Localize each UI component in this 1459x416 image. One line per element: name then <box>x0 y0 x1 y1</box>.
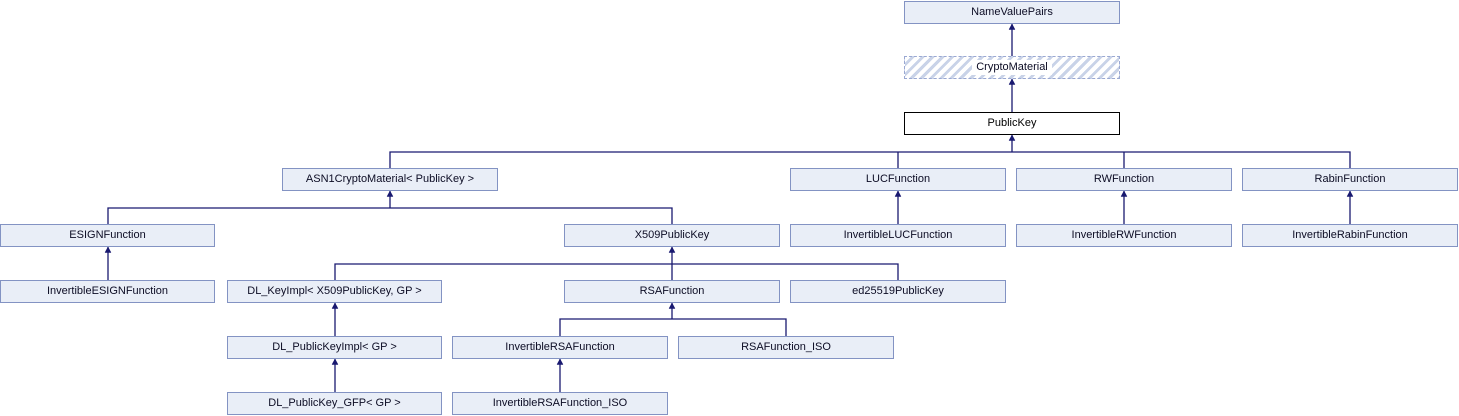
class-node-DL_KeyImpl[interactable]: DL_KeyImpl< X509PublicKey, GP > <box>227 280 442 303</box>
class-node-RabinFunction[interactable]: RabinFunction <box>1242 168 1458 191</box>
class-label: PublicKey <box>987 117 1037 129</box>
class-node-CryptoMaterial[interactable]: CryptoMaterial <box>904 56 1120 79</box>
class-label: DL_KeyImpl< X509PublicKey, GP > <box>247 285 422 297</box>
class-label: ASN1CryptoMaterial< PublicKey > <box>305 173 475 185</box>
class-node-PublicKey[interactable]: PublicKey <box>904 112 1120 135</box>
arrowhead-icon <box>556 358 564 365</box>
class-label: CryptoMaterial <box>972 60 1052 75</box>
class-label: LUCFunction <box>865 173 931 185</box>
class-node-InvertibleLUCFunction[interactable]: InvertibleLUCFunction <box>790 224 1006 247</box>
class-node-RWFunction[interactable]: RWFunction <box>1016 168 1232 191</box>
class-label: InvertibleRWFunction <box>1071 229 1177 241</box>
class-label: InvertibleRSAFunction <box>505 341 615 353</box>
class-node-InvertibleRWFunction[interactable]: InvertibleRWFunction <box>1016 224 1232 247</box>
class-node-ESIGNFunction[interactable]: ESIGNFunction <box>0 224 215 247</box>
arrowhead-icon <box>331 302 339 309</box>
class-node-DL_PublicKeyImpl[interactable]: DL_PublicKeyImpl< GP > <box>227 336 442 359</box>
class-label: NameValuePairs <box>971 6 1053 18</box>
class-node-NameValuePairs[interactable]: NameValuePairs <box>904 1 1120 24</box>
inheritance-edge <box>389 151 1351 168</box>
class-node-InvertibleRabinFunction[interactable]: InvertibleRabinFunction <box>1242 224 1458 247</box>
class-label: InvertibleRSAFunction_ISO <box>492 397 628 409</box>
arrowhead-icon <box>1008 23 1016 30</box>
arrowhead-icon <box>1120 190 1128 197</box>
arrowhead-icon <box>331 358 339 365</box>
arrowhead-icon <box>104 246 112 253</box>
class-node-RSAFunction[interactable]: RSAFunction <box>564 280 780 303</box>
arrowhead-icon <box>1008 78 1016 85</box>
class-node-InvertibleESIGNFunction[interactable]: InvertibleESIGNFunction <box>0 280 215 303</box>
arrowhead-icon <box>1346 190 1354 197</box>
class-node-X509PublicKey[interactable]: X509PublicKey <box>564 224 780 247</box>
class-label: DL_PublicKey_GFP< GP > <box>268 397 401 409</box>
arrowhead-icon <box>1008 134 1016 141</box>
class-node-RSAFunction_ISO[interactable]: RSAFunction_ISO <box>678 336 894 359</box>
arrowhead-icon <box>386 190 394 197</box>
class-label: RabinFunction <box>1314 173 1386 185</box>
class-label: InvertibleLUCFunction <box>843 229 953 241</box>
class-label: DL_PublicKeyImpl< GP > <box>272 341 397 353</box>
class-node-InvertibleRSAFunction_ISO[interactable]: InvertibleRSAFunction_ISO <box>452 392 668 415</box>
class-label: X509PublicKey <box>634 229 710 241</box>
class-label: ESIGNFunction <box>69 229 146 241</box>
class-label: RWFunction <box>1093 173 1155 185</box>
class-label: ed25519PublicKey <box>852 285 944 297</box>
class-label: RSAFunction <box>639 285 705 297</box>
class-node-DL_PublicKey_GFP[interactable]: DL_PublicKey_GFP< GP > <box>227 392 442 415</box>
class-node-LUCFunction[interactable]: LUCFunction <box>790 168 1006 191</box>
inheritance-edge <box>559 318 787 336</box>
inheritance-edge <box>334 263 899 280</box>
arrowhead-icon <box>668 302 676 309</box>
arrowhead-icon <box>668 246 676 253</box>
class-node-ASN1CryptoMaterial[interactable]: ASN1CryptoMaterial< PublicKey > <box>282 168 498 191</box>
class-label: RSAFunction_ISO <box>741 341 831 353</box>
class-node-ed25519PublicKey[interactable]: ed25519PublicKey <box>790 280 1006 303</box>
class-label: InvertibleRabinFunction <box>1292 229 1408 241</box>
class-node-InvertibleRSAFunction[interactable]: InvertibleRSAFunction <box>452 336 668 359</box>
inheritance-edge <box>107 207 673 224</box>
arrowhead-icon <box>894 190 902 197</box>
class-label: InvertibleESIGNFunction <box>46 285 169 297</box>
